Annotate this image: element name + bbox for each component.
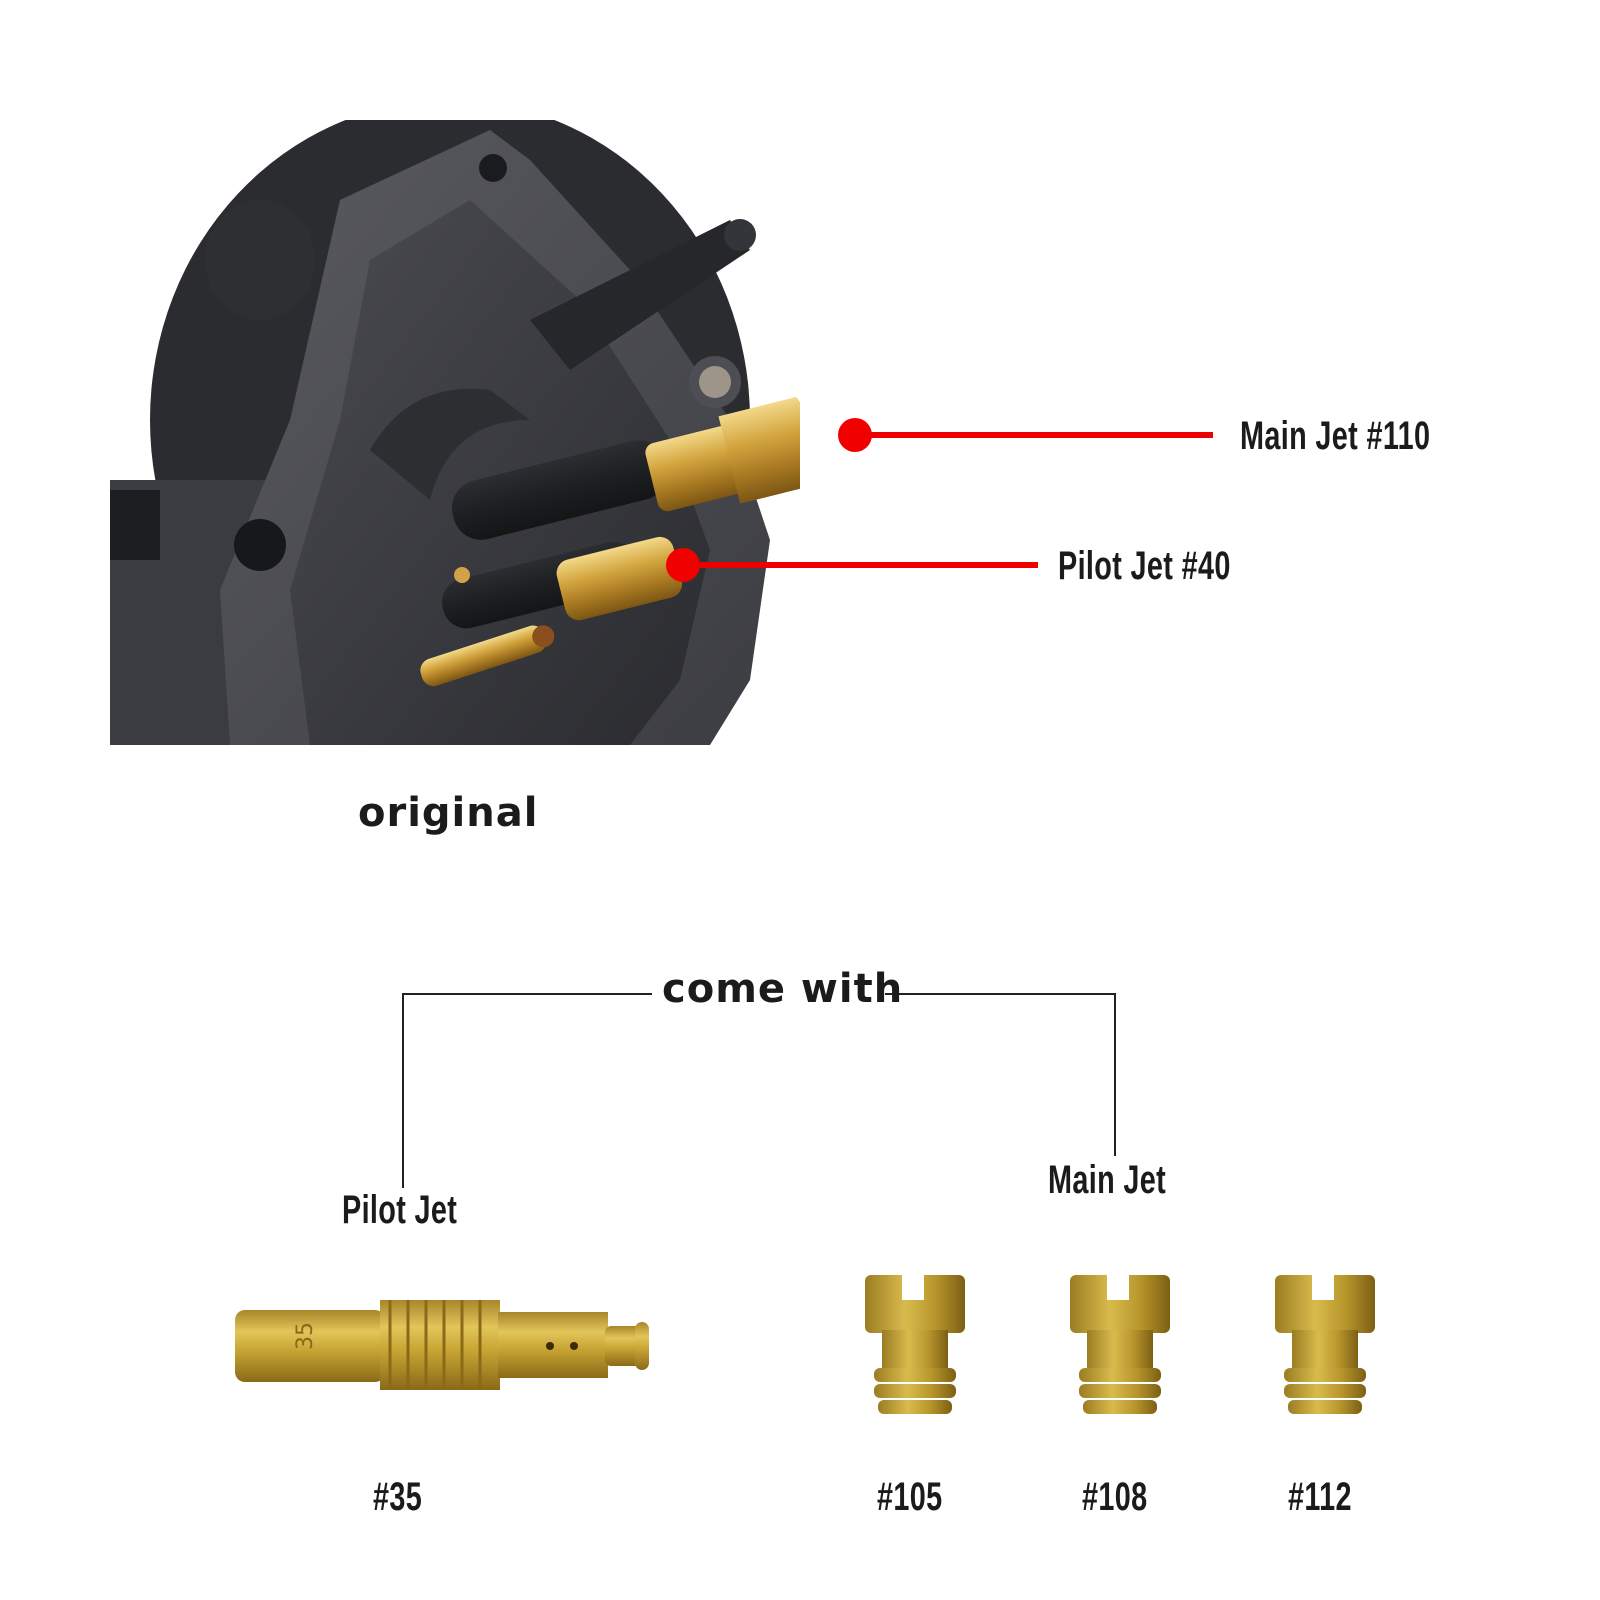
pilot-jet-size-label: #35	[373, 1475, 423, 1519]
original-caption: original	[358, 790, 539, 836]
main-jet-112-image	[1270, 1270, 1380, 1425]
main-jet-callout-label: Main Jet #110	[1240, 414, 1431, 458]
main-jet-group-label-wrap: Main Jet	[1048, 1158, 1212, 1203]
main-jet-112-size-wrap: #112	[1288, 1475, 1377, 1520]
main-jet-callout-label-wrap: Main Jet #110	[1240, 414, 1504, 459]
main-jet-108-image	[1065, 1270, 1175, 1425]
pilot-jet-callout-line	[683, 562, 1038, 568]
pilot-jet-icon: 35	[235, 1300, 649, 1390]
bracket-right-vertical-line	[1114, 993, 1116, 1156]
come-with-heading: come with	[662, 966, 904, 1012]
bracket-top-right-line	[885, 993, 1115, 995]
pilot-jet-callout-label-wrap: Pilot Jet #40	[1058, 544, 1298, 589]
main-jet-icon	[1275, 1275, 1375, 1414]
carburetor-photo	[110, 100, 859, 745]
pilot-jet-stamp: 35	[293, 1322, 318, 1350]
bracket-left-vertical-line	[402, 993, 404, 1188]
carburetor-illustration	[110, 100, 859, 745]
main-jet-callout-line	[855, 432, 1213, 438]
pilot-jet-group-label-wrap: Pilot Jet	[342, 1188, 502, 1233]
pilot-jet-callout-label: Pilot Jet #40	[1058, 544, 1231, 588]
pilot-jet-group-label: Pilot Jet	[342, 1188, 458, 1232]
main-jet-108-size-wrap: #108	[1082, 1475, 1173, 1520]
main-jet-icon	[1070, 1275, 1170, 1414]
main-jet-group-label: Main Jet	[1048, 1158, 1167, 1202]
main-jet-105-image	[860, 1270, 970, 1425]
main-jet-size-label: #112	[1288, 1475, 1352, 1519]
main-jet-size-label: #105	[877, 1475, 943, 1519]
main-jet-icon	[865, 1275, 965, 1414]
pilot-jet-size-wrap: #35	[373, 1475, 441, 1520]
main-jet-size-label: #108	[1082, 1475, 1148, 1519]
pilot-jet-35-image: 35	[230, 1290, 650, 1390]
main-jet-105-size-wrap: #105	[877, 1475, 968, 1520]
bracket-top-left-line	[402, 993, 652, 995]
